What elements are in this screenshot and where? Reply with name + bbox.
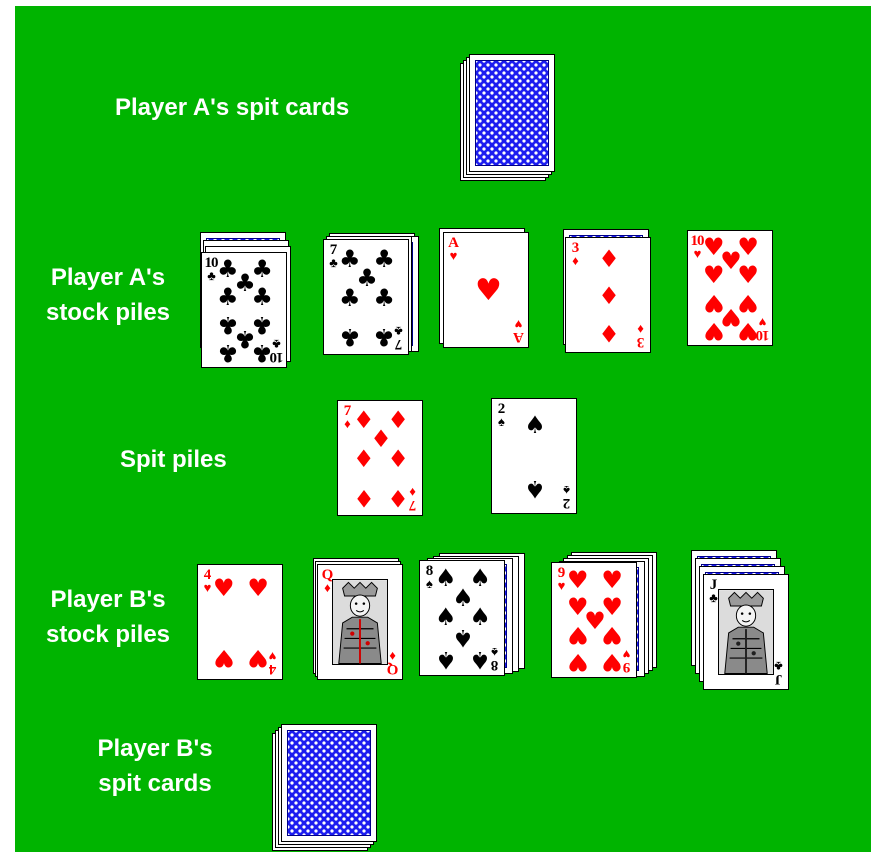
court-figure-icon	[333, 580, 387, 664]
spade-pip-icon: ♠	[434, 648, 458, 672]
spit-piles-label: Spit piles	[120, 442, 227, 477]
player-b-spit-label-line-1: Player B's	[75, 731, 235, 766]
card-back	[469, 54, 555, 172]
card-back-pattern	[287, 730, 371, 836]
heart-pip-icon: ♥	[736, 319, 760, 343]
diamond-pip-icon: ♦	[352, 447, 376, 471]
heart-pip-icon: ♥	[566, 650, 590, 674]
playing-card[interactable]: J♣J♣	[703, 574, 789, 690]
heart-pip-icon: ♥	[212, 576, 236, 600]
card-back	[281, 724, 377, 842]
club-suit-icon: ♣	[772, 660, 786, 672]
heart-suit-icon: ♥	[446, 250, 460, 262]
club-pip-icon: ♣	[338, 325, 362, 349]
spade-pip-icon: ♠	[523, 413, 547, 437]
heart-pip-icon: ♥	[600, 623, 624, 647]
playing-card[interactable]: 2♠2♠♠♠	[491, 398, 577, 514]
heart-pip-icon: ♥	[566, 568, 590, 592]
diamond-pip-icon: ♦	[597, 321, 621, 345]
heart-pip-icon: ♥	[566, 623, 590, 647]
playing-card[interactable]: 9♥9♥♥♥♥♥♥♥♥♥♥	[551, 562, 637, 678]
club-pip-icon: ♣	[250, 341, 274, 365]
card-back-pattern	[475, 60, 549, 166]
player-b-stock-label-line-2: stock piles	[27, 617, 189, 652]
heart-pip-icon: ♥	[702, 319, 726, 343]
card-index-top: 3♦	[568, 241, 582, 267]
diamond-suit-icon: ♦	[634, 323, 648, 335]
card-index-bottom: Q♦	[386, 650, 400, 676]
club-pip-icon: ♣	[250, 285, 274, 309]
club-pip-icon: ♣	[216, 285, 240, 309]
club-pip-icon: ♣	[372, 286, 396, 310]
diamond-pip-icon: ♦	[352, 486, 376, 510]
playing-card[interactable]: 4♥4♥♥♥♥♥	[197, 564, 283, 680]
card-index-top: A♥	[446, 236, 460, 262]
player-a-stock-label-line-1: Player A's	[27, 260, 189, 295]
playing-card[interactable]: 7♣7♣♣♣♣♣♣♣♣	[323, 239, 409, 355]
spade-suit-icon: ♠	[494, 416, 508, 428]
heart-pip-icon: ♥	[736, 263, 760, 287]
heart-pip-icon: ♥	[475, 279, 499, 303]
playing-card[interactable]: A♥A♥♥	[443, 232, 529, 348]
spade-pip-icon: ♠	[468, 648, 492, 672]
player-b-spit-label-line-2: spit cards	[75, 766, 235, 801]
playing-card[interactable]: 3♦3♦♦♦♦	[565, 237, 651, 353]
player-b-spit-cards-label: Player B's spit cards	[75, 731, 235, 801]
player-b-stock-label-line-1: Player B's	[27, 582, 189, 617]
card-index-bottom: 3♦	[634, 323, 648, 349]
spade-pip-icon: ♠	[523, 477, 547, 501]
club-pip-icon: ♣	[338, 286, 362, 310]
heart-pip-icon: ♥	[246, 646, 270, 670]
playing-card[interactable]: Q♦Q♦	[317, 564, 403, 680]
spade-suit-icon: ♠	[560, 484, 574, 496]
card-index-bottom: J♣	[772, 660, 786, 686]
heart-pip-icon: ♥	[600, 650, 624, 674]
heart-pip-icon: ♥	[246, 576, 270, 600]
player-b-stock-piles-label: Player B's stock piles	[27, 582, 189, 652]
diamond-pip-icon: ♦	[597, 247, 621, 271]
court-card-figure	[718, 589, 774, 675]
heart-pip-icon: ♥	[702, 263, 726, 287]
diamond-pip-icon: ♦	[386, 486, 410, 510]
playing-card[interactable]: 7♦7♦♦♦♦♦♦♦♦	[337, 400, 423, 516]
card-index-bottom: A♥	[512, 318, 526, 344]
diamond-suit-icon: ♦	[568, 255, 582, 267]
court-figure-icon	[719, 590, 773, 674]
playing-card[interactable]: 10♥10♥♥♥♥♥♥♥♥♥♥♥	[687, 230, 773, 346]
card-index-bottom: 2♠	[560, 484, 574, 510]
club-pip-icon: ♣	[372, 325, 396, 349]
player-a-stock-piles-label: Player A's stock piles	[27, 260, 189, 330]
heart-pip-icon: ♥	[600, 568, 624, 592]
diamond-pip-icon: ♦	[597, 284, 621, 308]
game-table: Player A's spit cards Player A's stock p…	[15, 6, 871, 852]
court-card-figure	[332, 579, 388, 665]
card-index-top: 2♠	[494, 402, 508, 428]
diamond-pip-icon: ♦	[386, 447, 410, 471]
club-pip-icon: ♣	[216, 341, 240, 365]
player-a-stock-label-line-2: stock piles	[27, 295, 189, 330]
playing-card[interactable]: 8♠8♠♠♠♠♠♠♠♠♠	[419, 560, 505, 676]
playing-card[interactable]: 10♣10♣♣♣♣♣♣♣♣♣♣♣	[201, 252, 287, 368]
player-a-spit-cards-label: Player A's spit cards	[115, 90, 349, 125]
heart-pip-icon: ♥	[212, 646, 236, 670]
